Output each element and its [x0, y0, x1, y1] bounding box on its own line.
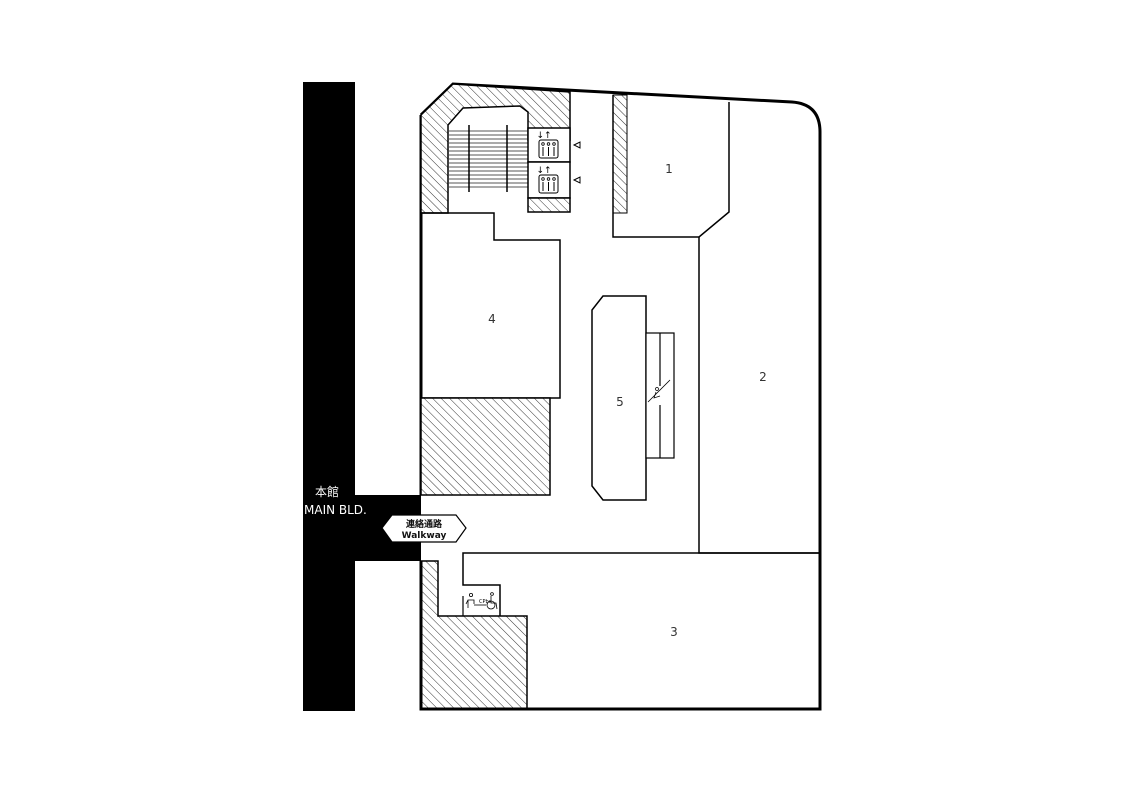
room-3[interactable]: 3 — [462, 552, 820, 639]
room-2[interactable]: 2 — [698, 237, 820, 554]
escalator-icon — [647, 379, 671, 403]
walkway-label-en: Walkway — [402, 531, 447, 541]
elevator-1[interactable]: ↓↑ — [527, 127, 581, 163]
room-5-label: 5 — [616, 395, 624, 409]
svg-text:↓↑: ↓↑ — [536, 131, 551, 141]
triangle-left-icon — [572, 141, 581, 149]
elevator-icon: ↓↑ — [536, 166, 559, 194]
escalator[interactable] — [645, 332, 675, 459]
room-5[interactable]: 5 — [591, 295, 647, 501]
main-building-label-ja: 本館 — [315, 484, 339, 499]
room-1[interactable]: 1 — [612, 95, 730, 238]
main-building[interactable]: 本館 MAIN BLD. — [303, 82, 421, 711]
walkway-label-ja: 連絡通路 — [406, 518, 443, 530]
column-hatched — [612, 94, 628, 214]
triangle-left-icon — [572, 176, 581, 184]
svg-text:↓↑: ↓↑ — [536, 166, 551, 176]
wheelchair-icon — [486, 592, 498, 610]
room-4[interactable]: 4 — [421, 212, 561, 399]
walkway-sign[interactable]: 連絡通路 Walkway — [381, 514, 467, 543]
bottom-core-hatched — [420, 560, 528, 710]
main-building-label-en: MAIN BLD. — [304, 503, 367, 517]
stairs-icon — [449, 125, 528, 192]
elevator-base-hatched — [527, 197, 571, 213]
room-3-label: 3 — [670, 625, 678, 639]
svg-text:CPbx: CPbx — [479, 599, 492, 605]
room-2-label: 2 — [759, 370, 767, 384]
room-4-label: 4 — [488, 312, 496, 326]
restroom[interactable]: CPbx — [462, 592, 498, 616]
restroom-icon: CPbx — [465, 593, 492, 608]
elevator-icon: ↓↑ — [536, 131, 559, 159]
storage-hatched — [420, 397, 551, 496]
room-1-label: 1 — [665, 162, 673, 176]
elevator-2[interactable]: ↓↑ — [527, 161, 581, 199]
